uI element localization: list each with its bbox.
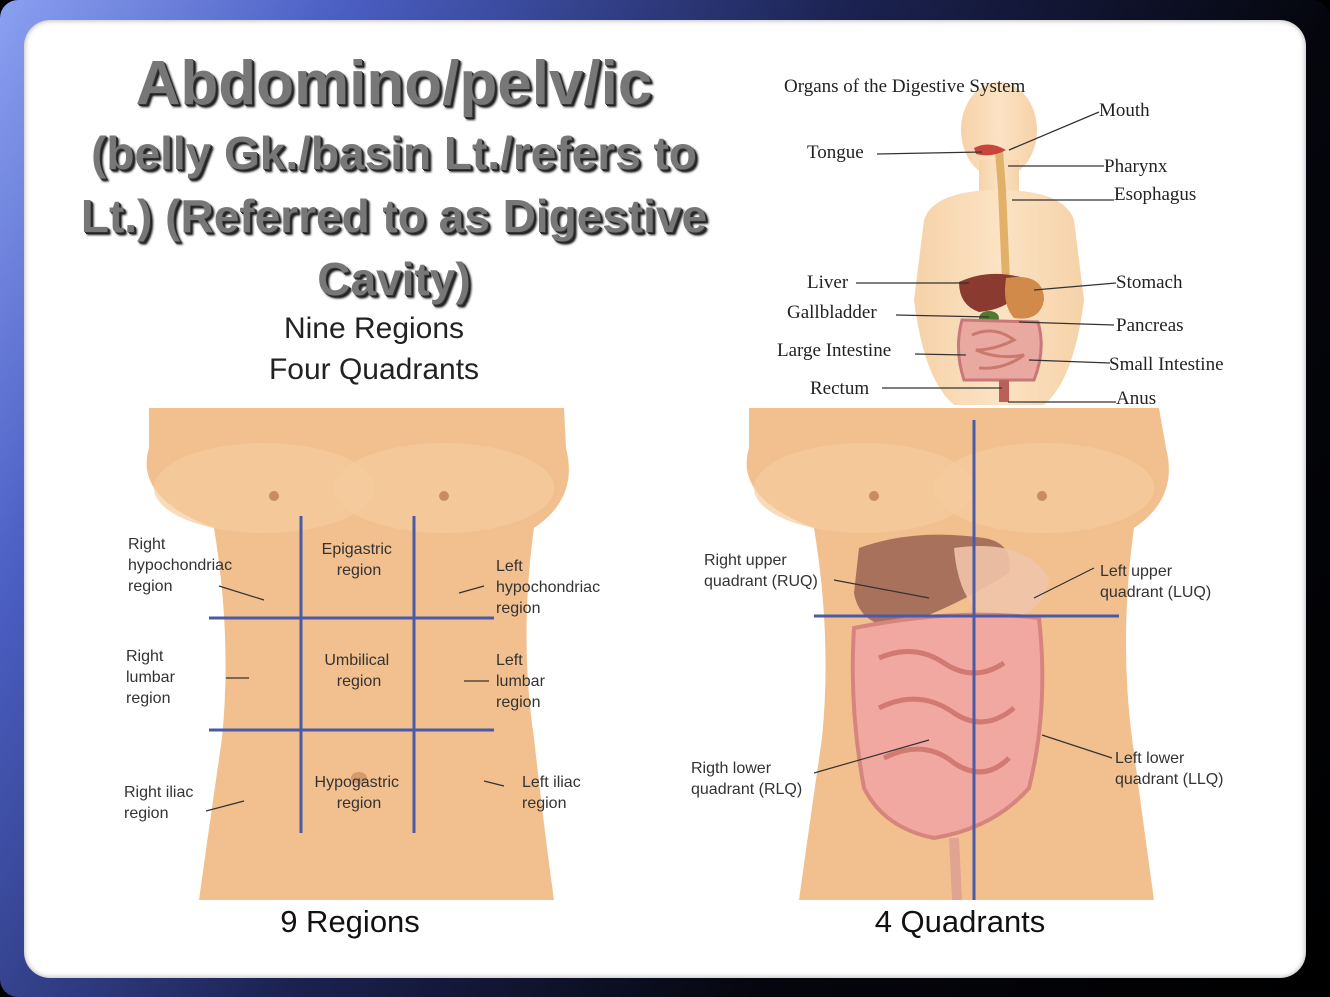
label-stomach: Stomach <box>1116 272 1183 293</box>
label-rectum: Rectum <box>810 378 869 399</box>
label-esophagus: Esophagus <box>1114 184 1196 205</box>
subtitle-four-quadrants: Four Quadrants <box>268 353 480 386</box>
stomach-shape <box>1005 276 1044 319</box>
digestive-leader-lines <box>856 111 1117 403</box>
label-mouth: Mouth <box>1099 100 1150 121</box>
right-iliac-label: Right iliac region <box>124 784 198 822</box>
rectum-shape <box>999 380 1009 402</box>
label-pancreas: Pancreas <box>1116 315 1184 336</box>
ruq-label: Right upper quadrant (RUQ) <box>704 552 818 590</box>
left-iliac-label: Left iliac region <box>522 774 585 812</box>
epigastric-label: Epigastric region <box>322 541 397 579</box>
intestines-shape <box>957 318 1043 382</box>
left-hypochondriac-label: Left hypochondriac region <box>496 558 605 617</box>
right-hypochondriac-label: Right hypochondriac region <box>128 536 237 595</box>
label-gallbladder: Gallbladder <box>787 302 877 323</box>
label-small-intestine: Small Intestine <box>1109 354 1224 375</box>
nine-regions-caption: 9 Regions <box>280 904 420 939</box>
four-quadrants-caption: 4 Quadrants <box>874 904 1046 939</box>
esophagus-tube <box>995 149 1010 281</box>
quadrant-leader-lines <box>813 567 1113 774</box>
label-large-intestine: Large Intestine <box>777 340 891 361</box>
label-pharynx: Pharynx <box>1104 156 1168 177</box>
left-lumbar-label: Left lumbar region <box>496 652 549 711</box>
label-liver: Liver <box>807 272 849 293</box>
four-quadrants-figure: Right upper quadrant (RUQ) Left upper qu… <box>691 408 1224 900</box>
digestive-heading: Organs of the Digestive System <box>784 76 1026 97</box>
llq-label: Left lower quadrant (LLQ) <box>1115 750 1224 788</box>
quadrant-lines <box>814 420 1119 900</box>
title-line1: Abdomino/pelv/ic <box>135 49 653 118</box>
luq-label: Left upper quadrant (LUQ) <box>1100 563 1211 601</box>
region-grid-lines <box>209 516 494 833</box>
slide: Abdomino/pelv/ic (belly Gk./basin Lt./re… <box>24 20 1306 978</box>
label-tongue: Tongue <box>807 142 864 163</box>
rlq-label: Rigth lower quadrant (RLQ) <box>691 760 802 798</box>
title-subline: (belly Gk./basin Lt./refers to Lt.) (Ref… <box>80 127 708 305</box>
region-leader-lines <box>205 585 505 812</box>
nine-regions-figure: Right hypochondriac region Epigastric re… <box>124 408 605 900</box>
subtitle-nine-regions: Nine Regions <box>283 312 465 345</box>
hypogastric-label: Hypogastric region <box>315 774 404 812</box>
digestive-system-figure: Organs of the Digestive System Mouth Ton… <box>777 76 1224 409</box>
right-lumbar-label: Right lumbar region <box>126 648 179 707</box>
umbilical-label: Umbilical region <box>324 652 393 690</box>
label-anus: Anus <box>1116 388 1156 409</box>
